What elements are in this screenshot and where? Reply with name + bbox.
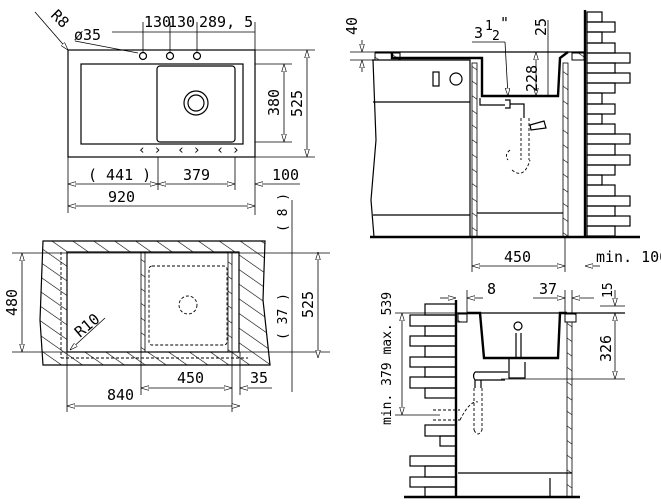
svg-text:2: 2: [492, 29, 500, 44]
dim-hole-diameter: ø35: [74, 26, 101, 44]
dim-outlet-depth: 326: [597, 335, 615, 362]
dim-bowl-depth: 380: [265, 89, 283, 116]
dim-drain-size: 3 1 2 ": [474, 14, 509, 44]
dim-drainer-width: ( 441 ): [88, 166, 151, 184]
dim-total-depth: 525: [288, 90, 306, 117]
dim-edge: 35: [250, 369, 268, 387]
overflow-icon: [513, 321, 523, 331]
valve-icon: [529, 120, 547, 131]
dim-cabinet-width: 450: [504, 248, 531, 266]
tap-hole-icon: [138, 51, 148, 61]
svg-text:1: 1: [485, 19, 493, 34]
side-view: 40 3 1 2 " 25 228 450 min. 100: [343, 10, 661, 272]
cutout-view: 480 525 ( 8 ) ( 37 ) R10 450 35 840: [3, 193, 330, 412]
dim-total-width: 920: [108, 188, 135, 206]
drain-icon: [183, 90, 209, 116]
dim-edge-right: 100: [272, 166, 299, 184]
dim-cutout-width: 840: [107, 386, 134, 404]
dim-rim-overhang: 37: [539, 280, 557, 298]
dim-cabinet-width: 450: [177, 369, 204, 387]
appliance-knob-icon: [449, 72, 463, 86]
drain-hidden-icon: [178, 295, 198, 315]
dim-overall-depth: 525: [299, 291, 317, 318]
tap-hole-icon: [165, 51, 175, 61]
dim-counter-thickness: 40: [343, 17, 361, 35]
appliance-switch-icon: [432, 71, 440, 87]
dim-corner-radius: R8: [47, 6, 73, 32]
dim-offset-top: ( 8 ): [276, 193, 291, 232]
dim-bowl-depth: 228: [523, 65, 541, 92]
dim-wall-gap: 8: [487, 280, 496, 298]
sink-top-view: ‹ › ‹ › ‹ › 130 130 289, 5 ø35 R8 380 52…: [34, 6, 315, 215]
dim-cutout-depth: 480: [3, 289, 21, 316]
brick-wall: [586, 11, 631, 237]
dim-rim-height: 25: [532, 18, 550, 36]
brick-wall: [409, 303, 457, 498]
drainer-area: [80, 63, 244, 145]
cutout-outline: [66, 251, 240, 353]
dim-offset-bottom: ( 37 ): [276, 293, 291, 340]
bowl-outline-hidden: [148, 265, 228, 346]
dim-wall-outlet-height: min. 379 max. 539: [380, 292, 395, 425]
section-view: 8 37 15 326 min. 379 max. 539: [380, 280, 625, 499]
sink-bowl-section: [390, 51, 569, 98]
dim-bowl-width: 379: [183, 166, 210, 184]
bowl-outline: [156, 65, 236, 143]
sink-bowl-section: [467, 311, 567, 360]
dim-rim-top: 15: [601, 282, 616, 298]
overflow-marks: ‹ › ‹ › ‹ ›: [138, 143, 240, 158]
dim-hole-spacing-2: 130: [168, 13, 195, 31]
svg-text:": ": [500, 14, 509, 32]
tap-hole-icon: [192, 51, 202, 61]
svg-text:3: 3: [474, 24, 483, 42]
dim-hole-offset: 289, 5: [199, 13, 253, 31]
dim-hole-spacing-1: 130: [144, 13, 171, 31]
dim-wall-distance: min. 100: [596, 248, 661, 266]
